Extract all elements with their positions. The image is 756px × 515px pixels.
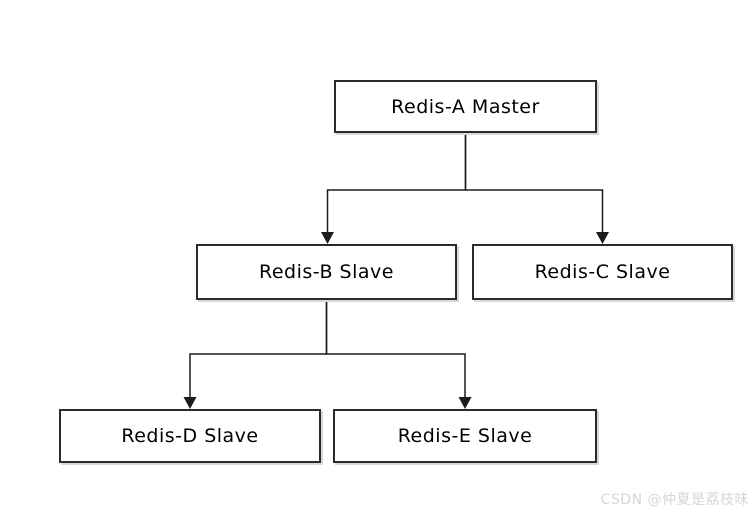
- node-label: Redis-C Slave: [534, 261, 671, 283]
- arrowhead-icon: [458, 397, 472, 409]
- node-redis-c-slave: Redis-C Slave: [472, 244, 733, 300]
- arrowhead-icon: [183, 397, 197, 409]
- edge-redis-b-to-redis-d: [183, 300, 328, 409]
- node-redis-a-master: Redis-A Master: [334, 80, 597, 133]
- node-label: Redis-B Slave: [259, 261, 394, 283]
- edge-redis-a-to-redis-c: [464, 133, 609, 244]
- node-label: Redis-E Slave: [397, 425, 533, 447]
- node-redis-b-slave: Redis-B Slave: [196, 244, 457, 300]
- node-label: Redis-D Slave: [121, 425, 259, 447]
- arrowhead-icon: [321, 232, 334, 244]
- edge-redis-a-to-redis-b: [321, 133, 467, 244]
- csdn-watermark: CSDN @仲夏是荔枝味: [600, 492, 749, 508]
- edge-redis-b-to-redis-e: [325, 300, 472, 409]
- node-redis-e-slave: Redis-E Slave: [333, 409, 597, 463]
- node-redis-d-slave: Redis-D Slave: [59, 409, 321, 463]
- arrowhead-icon: [596, 232, 609, 244]
- node-label: Redis-A Master: [391, 95, 540, 118]
